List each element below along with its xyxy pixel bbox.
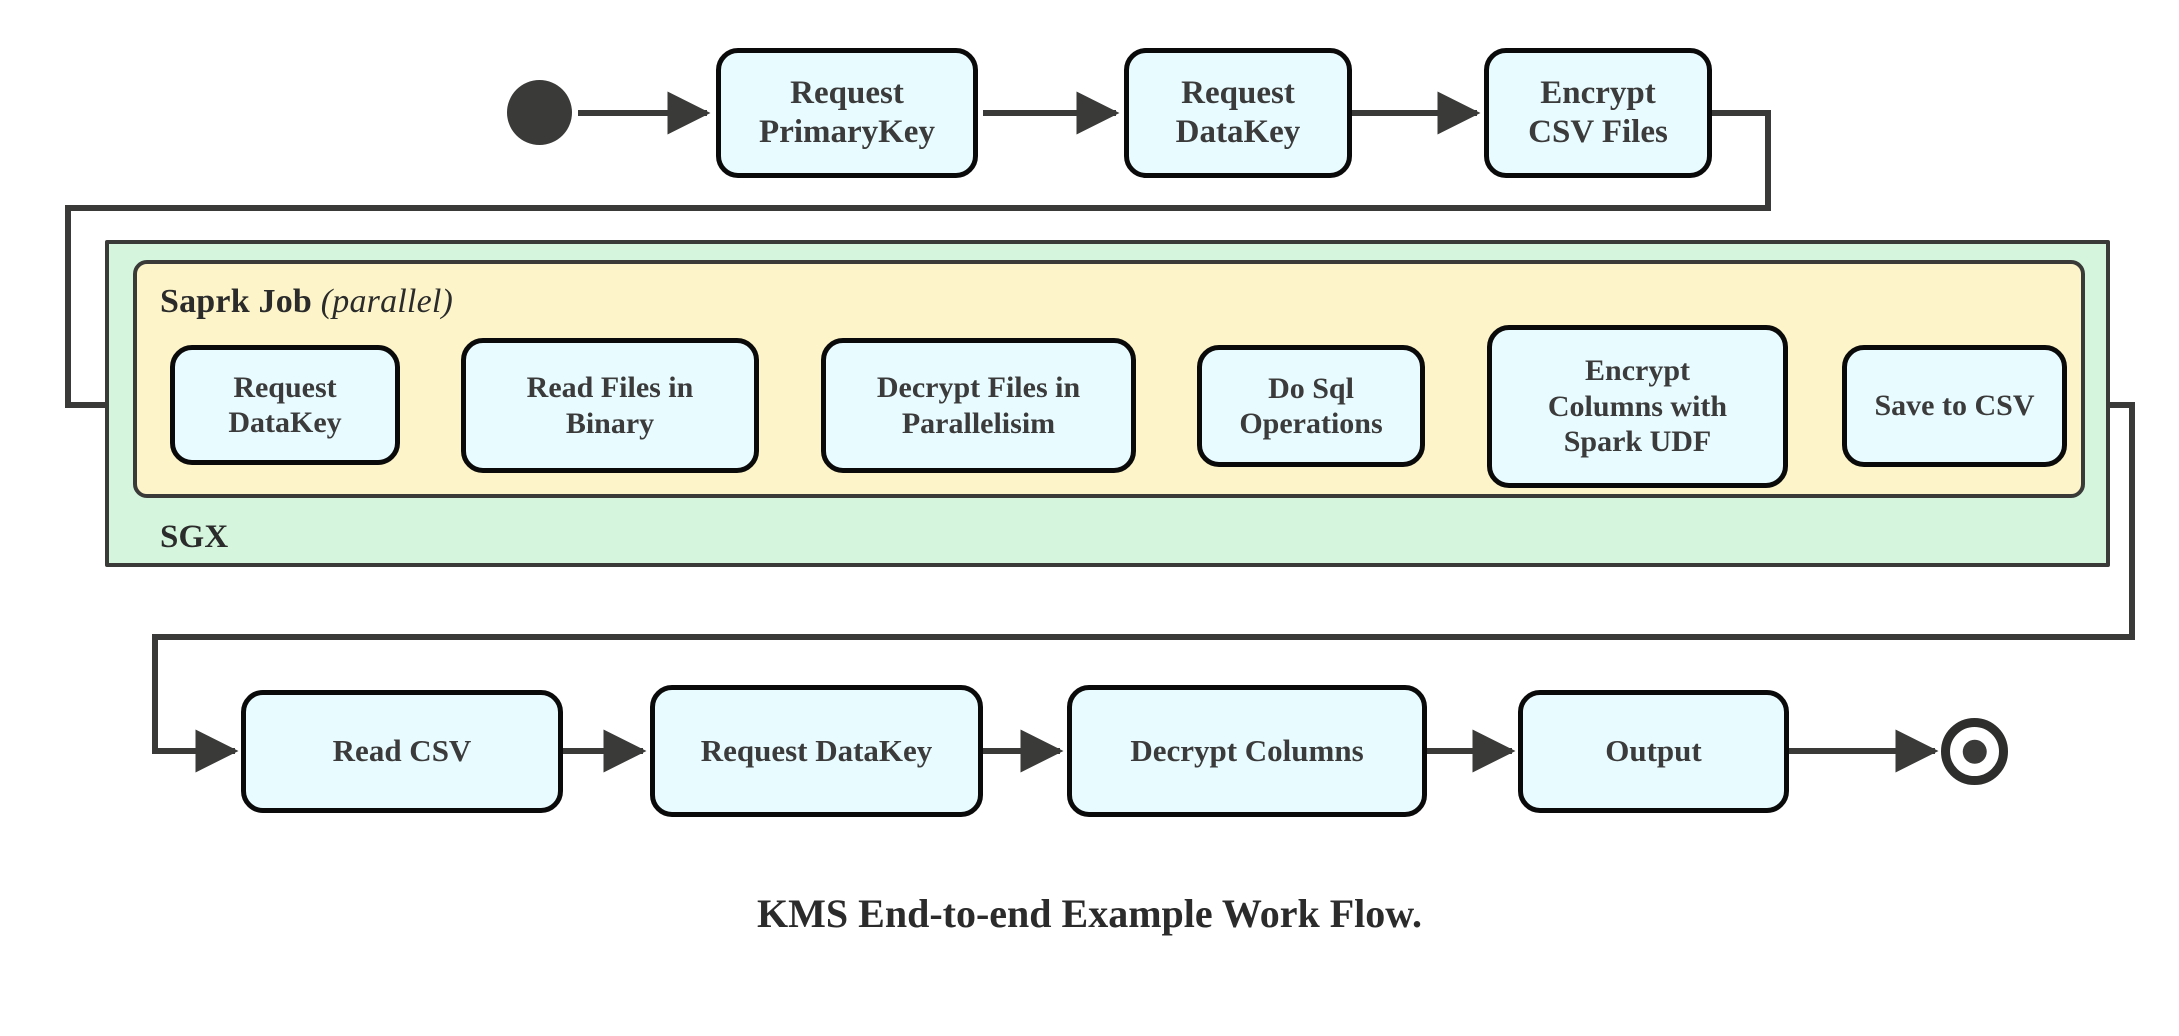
node-label-line: Encrypt: [1540, 75, 1656, 112]
node-label-line: Parallelisim: [901, 406, 1056, 440]
node-do-sql-operations[interactable]: Do Sql Operations: [1197, 345, 1425, 467]
node-label-line: Do Sql: [1268, 371, 1354, 405]
node-label-line: Decrypt Files in: [876, 371, 1081, 405]
node-decrypt-columns[interactable]: Decrypt Columns: [1067, 685, 1427, 817]
node-label-line: Request: [790, 75, 904, 112]
node-request-primarykey[interactable]: Request PrimaryKey: [716, 48, 978, 178]
caption-text: KMS End-to-end Example Work Flow.: [757, 891, 1422, 936]
node-request-datakey-spark[interactable]: Request DataKey: [170, 345, 400, 465]
node-label-line: Columns with: [1547, 389, 1728, 423]
end-node: [1941, 718, 2008, 785]
node-encrypt-columns-with-spark-udf[interactable]: Encrypt Columns with Spark UDF: [1487, 325, 1788, 488]
node-request-datakey-top[interactable]: Request DataKey: [1124, 48, 1352, 178]
node-label-line: Operations: [1239, 407, 1383, 440]
node-label-line: DataKey: [1175, 114, 1301, 150]
node-label-line: Spark UDF: [1563, 425, 1712, 459]
node-label-line: Encrypt: [1585, 354, 1690, 388]
start-node: [507, 80, 572, 145]
node-output[interactable]: Output: [1518, 690, 1789, 813]
node-label-line: Decrypt Columns: [1130, 732, 1364, 768]
node-label-line: Save to CSV: [1874, 389, 2035, 423]
node-label-line: Output: [1605, 733, 1702, 769]
group-label-sgx-text: SGX: [160, 519, 229, 555]
node-label-line: Request: [233, 370, 337, 404]
node-label-line: Read Files in: [526, 371, 694, 405]
node-encrypt-csv-files[interactable]: Encrypt CSV Files: [1484, 48, 1712, 178]
node-label-line: DataKey: [228, 406, 342, 439]
node-label-line: Binary: [565, 406, 655, 440]
group-label-spark-job-suffix: (parallel): [320, 283, 454, 320]
diagram-caption: KMS End-to-end Example Work Flow.: [0, 890, 2179, 937]
node-label-line: Request: [1181, 75, 1295, 112]
node-label-line: PrimaryKey: [759, 114, 935, 150]
node-read-files-in-binary[interactable]: Read Files in Binary: [461, 338, 759, 473]
node-save-to-csv[interactable]: Save to CSV: [1842, 345, 2067, 467]
node-label-line: Request DataKey: [700, 732, 933, 768]
group-label-spark-job-text: Saprk Job: [160, 283, 313, 320]
group-label-spark-job: Saprk Job (parallel): [160, 283, 453, 321]
node-decrypt-files-in-parallelisim[interactable]: Decrypt Files in Parallelisim: [821, 338, 1136, 473]
group-label-sgx: SGX: [160, 519, 228, 556]
node-request-datakey-bottom[interactable]: Request DataKey: [650, 685, 983, 817]
node-label-line: Read CSV: [332, 733, 472, 769]
node-read-csv[interactable]: Read CSV: [241, 690, 563, 813]
node-label-line: CSV Files: [1528, 114, 1668, 150]
